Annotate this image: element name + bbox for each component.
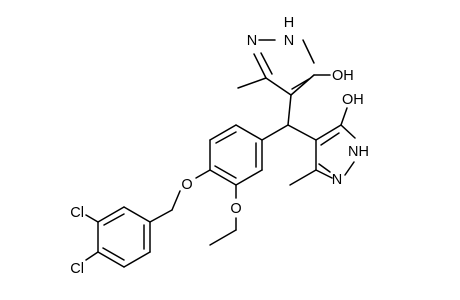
bond-ethoxy-ch2-ch3 [209, 229, 237, 246]
bond-cl-upper [85, 214, 99, 223]
bond-ch-to-top-ring [287, 94, 292, 126]
bond-ch2-aryl [149, 209, 173, 223]
bond-top-c3-n2 [253, 53, 267, 79]
label-bottom-n: N [332, 172, 342, 188]
bond-dcp-5 [97, 206, 125, 223]
bond-dcp-5-inner [103, 213, 125, 226]
bond-bottom-n1-n2 [344, 161, 355, 176]
bond-bottom-c4-c5 [315, 124, 342, 141]
label-bottom-nh: NH [348, 144, 369, 160]
bond-benzene-3-inner [214, 165, 237, 179]
bond-benzene-3 [209, 169, 237, 186]
bond-ether-o-ch2 [171, 190, 181, 211]
bond-benzene-5-inner [215, 131, 237, 144]
label-cl-upper: Cl [70, 205, 84, 221]
bond-bottom-oh [340, 107, 348, 126]
bond-bottom-methyl [289, 169, 317, 186]
label-cl-lower: Cl [70, 261, 84, 277]
label-top-n: N [247, 33, 257, 49]
bond-bottom-n2-c3-inner [318, 163, 331, 173]
bond-benzene-2 [235, 169, 263, 186]
bond-top-c3-n2-inner [260, 52, 273, 75]
bond-top-methyl [237, 77, 267, 89]
bond-layer [85, 39, 356, 268]
bond-dcp-2 [123, 251, 151, 268]
label-top-nh-h: H [284, 15, 294, 31]
bond-dcp-3 [97, 251, 125, 268]
label-top-nh-n: N [284, 33, 294, 49]
bond-aryl-ether-o [195, 169, 211, 179]
bond-top-c5-c4-inner [291, 78, 310, 90]
bond-benzene-6 [235, 124, 263, 141]
bond-top-c5-c4 [290, 74, 315, 96]
bond-top-c4-c3 [265, 77, 292, 96]
label-ethoxy-o: O [230, 201, 241, 217]
bond-ch-to-bottom-ring [287, 124, 317, 141]
bond-dcp-3-inner [102, 247, 125, 261]
bond-bottom-c4-c5-inner [320, 132, 340, 146]
bond-dcp-6 [123, 206, 151, 223]
label-top-oh: OH [332, 68, 354, 84]
bond-bottom-n2-c3 [315, 169, 333, 179]
bond-cl-lower [85, 251, 99, 261]
bond-bottom-c5-n1 [340, 124, 356, 139]
bond-ch-to-benzene [261, 124, 289, 141]
label-bottom-oh: OH [342, 92, 364, 108]
bond-benzene-5 [209, 124, 237, 141]
bond-top-n1-c5 [302, 39, 315, 64]
atom-label-layer: N H N OH OH NH N O O Cl Cl [70, 15, 369, 277]
label-ether-o: O [181, 177, 192, 193]
